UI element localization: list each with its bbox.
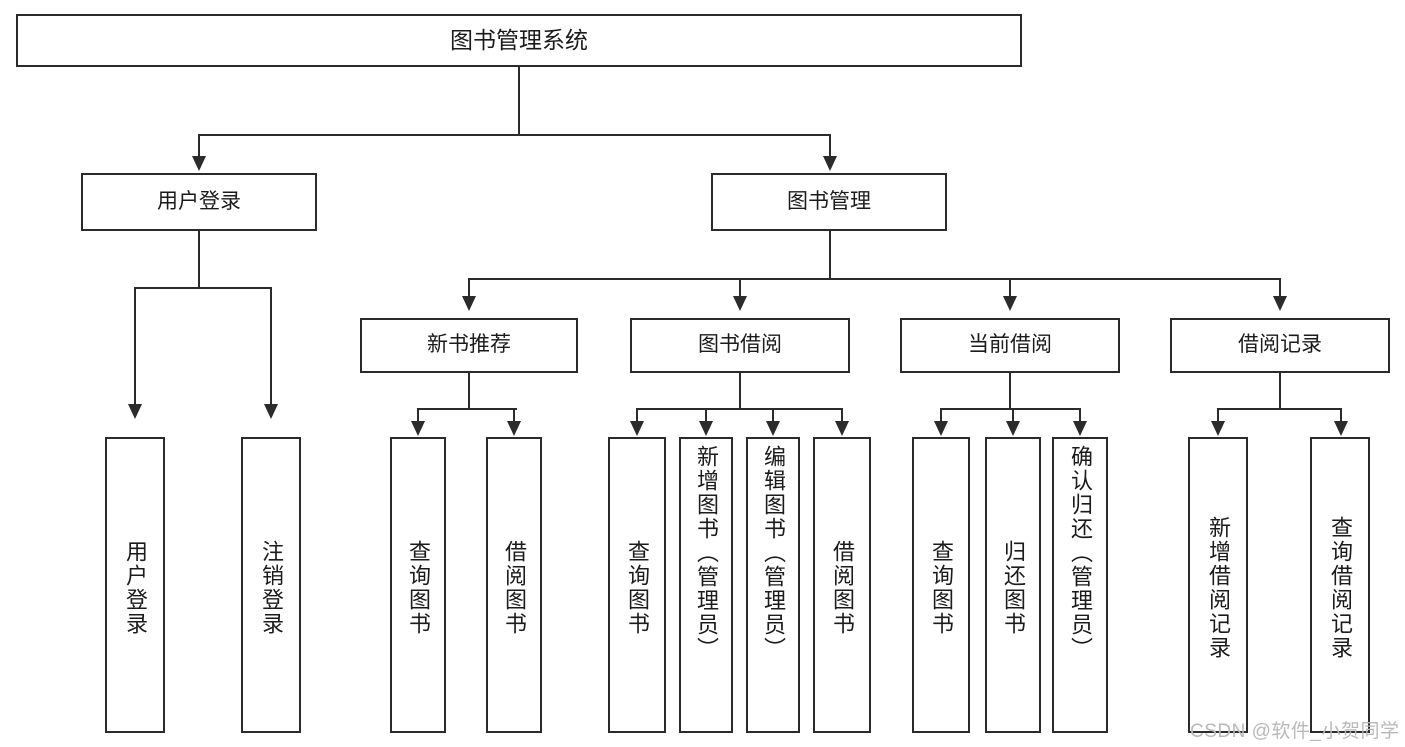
arrow-to-leaf-borrow-book-2 bbox=[835, 421, 849, 436]
node-root-system[interactable]: 图书管理系统 bbox=[16, 14, 1022, 67]
leaf-text-wrap: 查询借阅记录 bbox=[1312, 445, 1368, 731]
connector-root-to-book-manage bbox=[829, 134, 831, 158]
node-leaf-query-book-3[interactable]: 查询图书 bbox=[912, 437, 970, 733]
node-borrow-record[interactable]: 借阅记录 bbox=[1170, 318, 1390, 373]
leaf-label: 新增图书（管理员） bbox=[694, 445, 719, 661]
arrow-to-book-borrow bbox=[733, 296, 747, 311]
arrow-to-leaf-edit-book bbox=[766, 421, 780, 436]
leaf-text-wrap: 借阅图书 bbox=[815, 445, 869, 731]
connector-user-login-bus bbox=[134, 287, 271, 289]
node-leaf-query-book-1[interactable]: 查询图书 bbox=[390, 437, 446, 733]
arrow-to-leaf-add-record bbox=[1211, 421, 1225, 436]
node-book-manage[interactable]: 图书管理 bbox=[711, 173, 947, 231]
node-leaf-add-book-admin[interactable]: 新增图书（管理员） bbox=[679, 437, 733, 733]
connector-book-borrow-stem bbox=[739, 373, 741, 409]
node-leaf-query-book-2[interactable]: 查询图书 bbox=[608, 437, 666, 733]
leaf-label: 查询图书 bbox=[406, 540, 431, 636]
leaf-text-wrap: 新增借阅记录 bbox=[1190, 445, 1246, 731]
connector-root-to-user-login bbox=[198, 134, 200, 158]
arrow-to-borrow-record bbox=[1273, 296, 1287, 311]
connector-current-borrow-bus bbox=[940, 408, 1080, 410]
connector-to-current-borrow bbox=[1009, 278, 1011, 298]
connector-borrow-record-stem bbox=[1279, 373, 1281, 409]
connector-new-book-rec-bus bbox=[417, 408, 517, 410]
arrow-to-leaf-logout bbox=[264, 404, 278, 419]
connector-to-new-book-rec bbox=[468, 278, 470, 298]
arrow-to-leaf-return-book bbox=[1006, 421, 1020, 436]
leaf-text-wrap: 新增图书（管理员） bbox=[681, 445, 731, 731]
csdn-watermark: CSDN @软件_小贺同学 bbox=[1190, 721, 1400, 742]
connector-user-login-left-drop bbox=[134, 287, 136, 405]
leaf-label: 查询图书 bbox=[625, 540, 650, 636]
leaf-text-wrap: 查询图书 bbox=[392, 445, 444, 731]
connector-cb-drop-1 bbox=[940, 408, 942, 422]
connector-nbr-right-drop bbox=[513, 408, 515, 422]
leaf-text-wrap: 确认归还（管理员） bbox=[1054, 445, 1106, 731]
arrow-to-leaf-query-record bbox=[1334, 421, 1348, 436]
leaf-text-wrap: 用户登录 bbox=[107, 445, 163, 731]
node-leaf-borrow-book-1[interactable]: 借阅图书 bbox=[486, 437, 542, 733]
arrow-to-leaf-query-book-3 bbox=[934, 421, 948, 436]
node-leaf-borrow-book-2[interactable]: 借阅图书 bbox=[813, 437, 871, 733]
node-leaf-return-book[interactable]: 归还图书 bbox=[985, 437, 1041, 733]
arrow-to-leaf-confirm-return bbox=[1073, 421, 1087, 436]
connector-br-left-drop bbox=[1217, 408, 1219, 422]
leaf-label: 查询图书 bbox=[929, 540, 954, 636]
arrow-to-leaf-borrow-book-1 bbox=[507, 421, 521, 436]
leaf-text-wrap: 查询图书 bbox=[610, 445, 664, 731]
connector-root-stem bbox=[518, 67, 520, 135]
leaf-label: 用户登录 bbox=[123, 540, 148, 636]
leaf-text-wrap: 注销登录 bbox=[243, 445, 299, 731]
leaf-text-wrap: 借阅图书 bbox=[488, 445, 540, 731]
connector-new-book-rec-stem bbox=[468, 373, 470, 409]
leaf-label: 借阅图书 bbox=[502, 540, 527, 636]
connector-borrow-record-bus bbox=[1217, 408, 1341, 410]
arrow-to-leaf-add-book bbox=[699, 421, 713, 436]
connector-user-login-right-drop bbox=[270, 287, 272, 405]
leaf-label: 编辑图书（管理员） bbox=[761, 445, 786, 661]
node-new-book-recommendation[interactable]: 新书推荐 bbox=[360, 318, 578, 373]
arrow-root-to-book-manage bbox=[823, 156, 837, 171]
leaf-label: 查询借阅记录 bbox=[1328, 516, 1353, 660]
connector-bb-drop-2 bbox=[705, 408, 707, 422]
connector-bb-drop-3 bbox=[772, 408, 774, 422]
arrow-root-to-user-login bbox=[192, 156, 206, 171]
node-leaf-query-borrow-record[interactable]: 查询借阅记录 bbox=[1310, 437, 1370, 733]
leaf-label: 确认归还（管理员） bbox=[1068, 445, 1093, 661]
node-leaf-confirm-return-admin[interactable]: 确认归还（管理员） bbox=[1052, 437, 1108, 733]
connector-bb-drop-1 bbox=[636, 408, 638, 422]
node-current-borrow[interactable]: 当前借阅 bbox=[900, 318, 1120, 373]
leaf-label: 借阅图书 bbox=[830, 540, 855, 636]
connector-nbr-left-drop bbox=[417, 408, 419, 422]
leaf-label: 新增借阅记录 bbox=[1206, 516, 1231, 660]
connector-cb-drop-2 bbox=[1012, 408, 1014, 422]
leaf-label: 注销登录 bbox=[259, 540, 284, 636]
leaf-text-wrap: 归还图书 bbox=[987, 445, 1039, 731]
connector-to-borrow-record bbox=[1279, 278, 1281, 298]
connector-to-book-borrow bbox=[739, 278, 741, 298]
arrow-to-leaf-query-book-1 bbox=[411, 421, 425, 436]
node-leaf-user-login[interactable]: 用户登录 bbox=[105, 437, 165, 733]
connector-br-right-drop bbox=[1340, 408, 1342, 422]
leaf-text-wrap: 编辑图书（管理员） bbox=[748, 445, 798, 731]
node-book-borrow[interactable]: 图书借阅 bbox=[630, 318, 850, 373]
connector-root-bus bbox=[198, 134, 830, 136]
connector-bb-drop-4 bbox=[841, 408, 843, 422]
arrow-to-leaf-query-book-2 bbox=[630, 421, 644, 436]
node-user-login[interactable]: 用户登录 bbox=[81, 173, 317, 231]
arrow-to-current-borrow bbox=[1003, 296, 1017, 311]
node-leaf-logout[interactable]: 注销登录 bbox=[241, 437, 301, 733]
connector-book-manage-stem bbox=[829, 231, 831, 279]
connector-book-borrow-bus bbox=[636, 408, 842, 410]
connector-current-borrow-stem bbox=[1009, 373, 1011, 409]
connector-user-login-stem bbox=[198, 231, 200, 288]
node-leaf-edit-book-admin[interactable]: 编辑图书（管理员） bbox=[746, 437, 800, 733]
connector-cb-drop-3 bbox=[1079, 408, 1081, 422]
connector-book-manage-bus bbox=[468, 278, 1280, 280]
leaf-label: 归还图书 bbox=[1001, 540, 1026, 636]
arrow-to-new-book-rec bbox=[462, 296, 476, 311]
node-leaf-add-borrow-record[interactable]: 新增借阅记录 bbox=[1188, 437, 1248, 733]
leaf-text-wrap: 查询图书 bbox=[914, 445, 968, 731]
arrow-to-leaf-user-login bbox=[128, 404, 142, 419]
